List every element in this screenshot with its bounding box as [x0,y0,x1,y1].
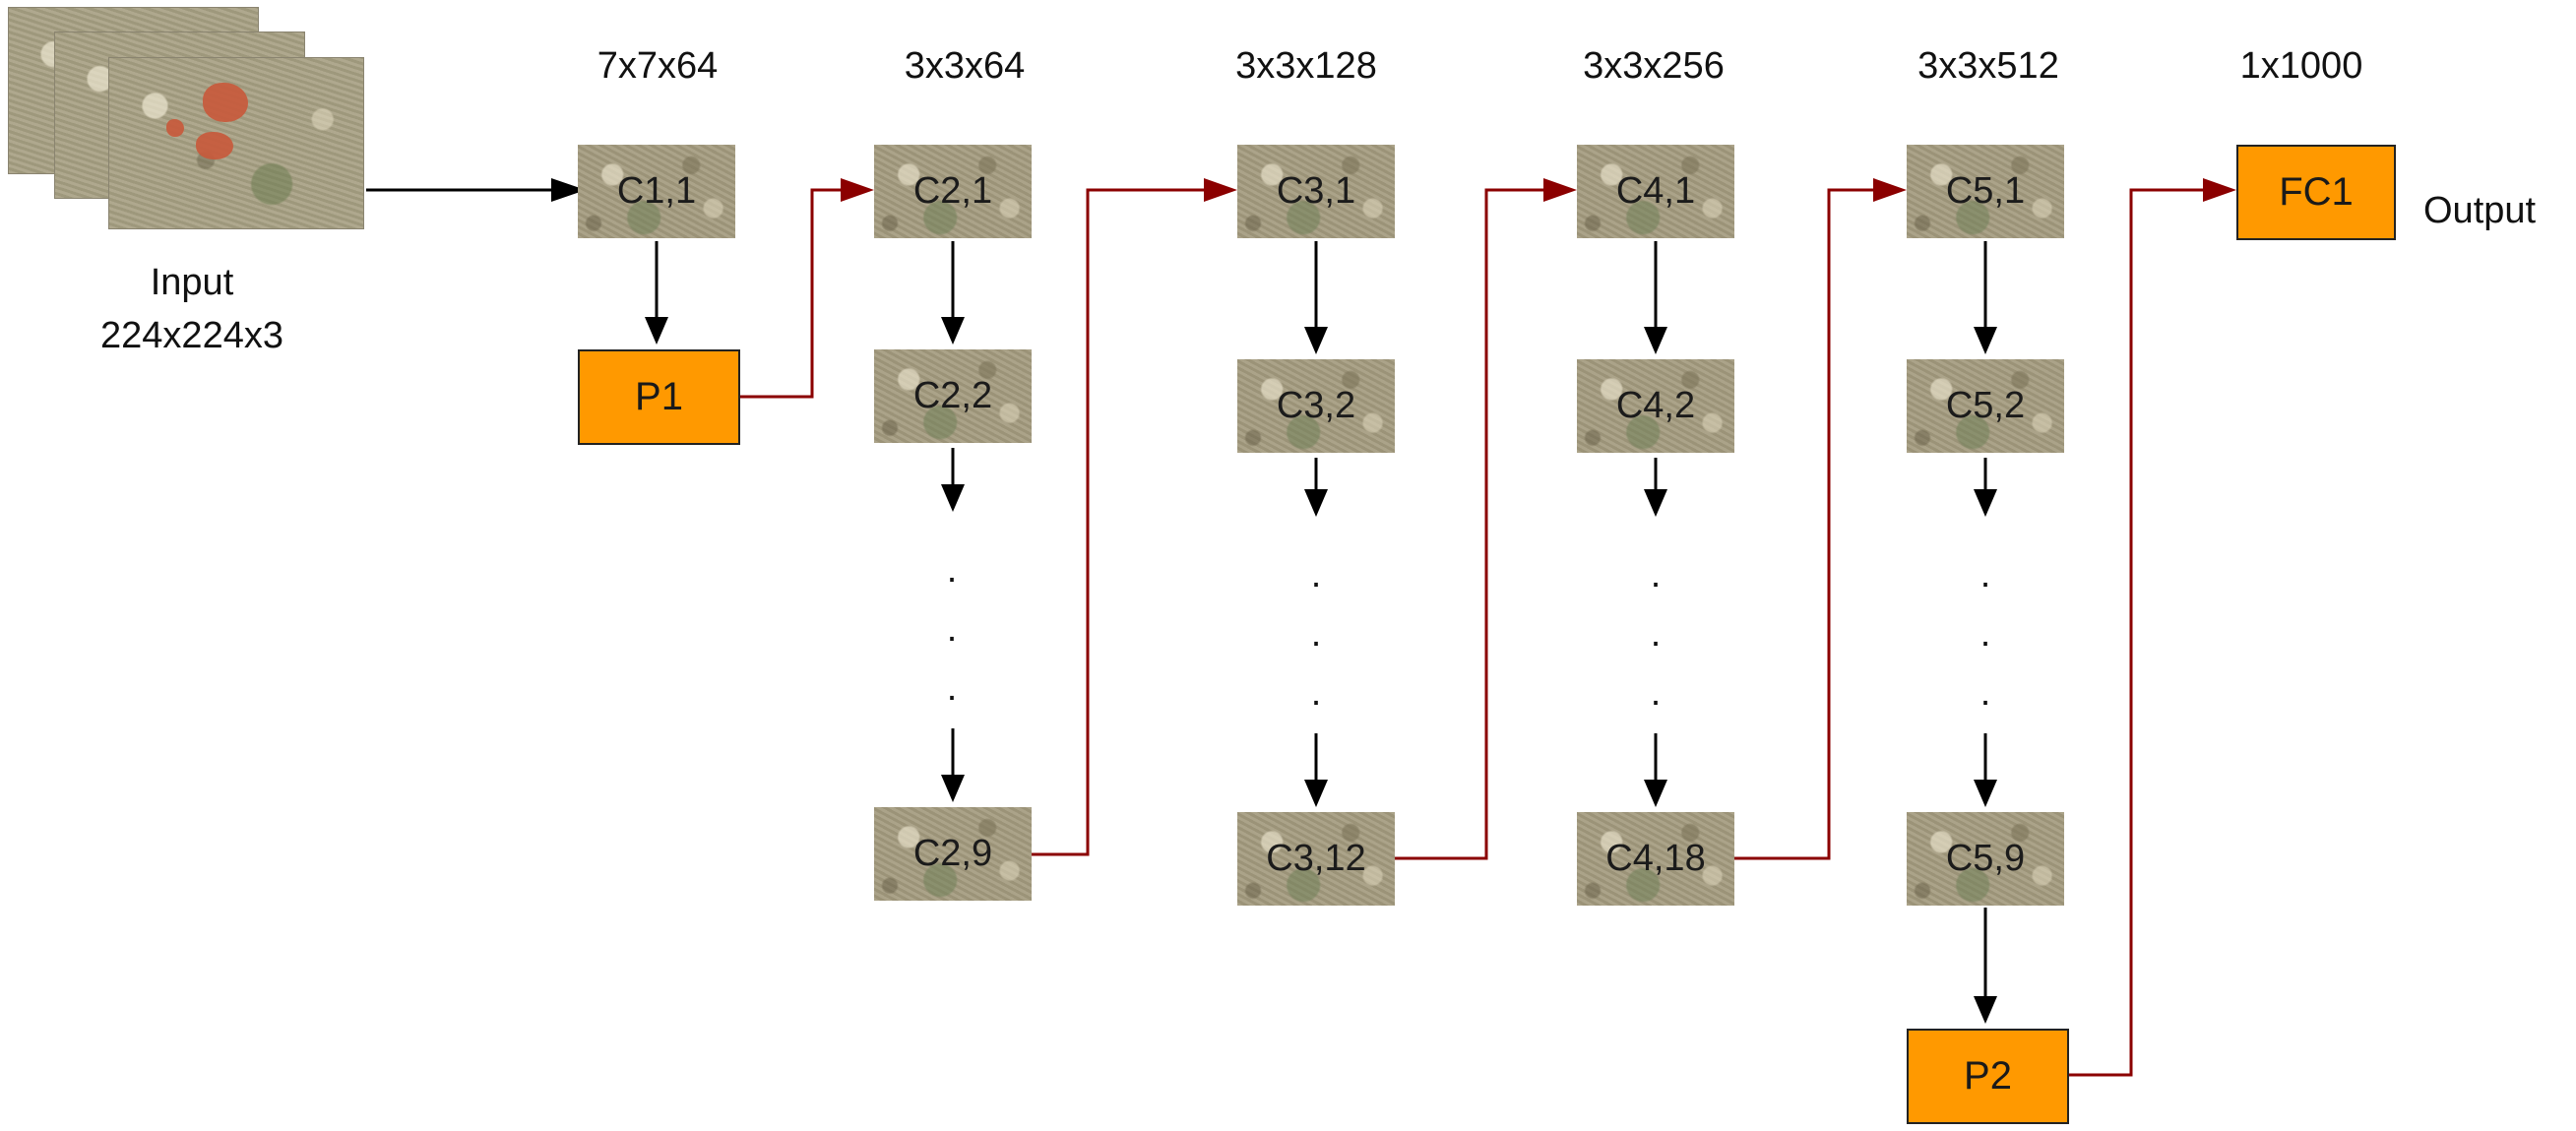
conv-block-c3-12: C3,12 [1237,812,1395,906]
column-header-conv3: 3x3x128 [1235,45,1377,87]
conv-block-c1-1: C1,1 [578,145,735,238]
c5-9-to-p2-arrow [1974,908,1997,1024]
conv-block-c2-1: C2,1 [874,145,1032,238]
ellipsis-dot: . [946,608,958,650]
input-image-marking [166,119,184,137]
ellipsis-dot: . [1650,613,1662,655]
ellipsis-dot: . [946,549,958,591]
conv-block-c5-9: C5,9 [1907,812,2064,906]
ellipsis-dot: . [1650,672,1662,714]
conv-block-c4-18: C4,18 [1577,812,1734,906]
pool-block-p2: P2 [1907,1029,2069,1124]
ellipsis-to-c5-9-arrow [1974,733,1997,807]
c5-2-to-ellipsis-arrow [1974,458,1997,517]
ellipsis-dot: . [1979,554,1991,596]
conv-block-c3-1: C3,1 [1237,145,1395,238]
conv-block-c2-9: C2,9 [874,807,1032,901]
c2-9-to-c3-1-link [1032,178,1237,856]
conv-block-c4-1: C4,1 [1577,145,1734,238]
c2-1-to-c2-2-arrow [941,241,965,345]
c5-1-to-c5-2-arrow [1974,241,1997,354]
output-label: Output [2423,190,2537,231]
input-label: Input [150,262,234,303]
ellipsis-to-c2-9-arrow [941,728,965,802]
input-image-front [108,57,364,229]
c4-18-to-c5-1-link [1734,178,1907,860]
ellipsis-to-c3-12-arrow [1304,733,1328,807]
p2-to-fc1-link [2069,178,2236,1077]
c3-2-to-ellipsis-arrow [1304,458,1328,517]
c2-2-to-ellipsis-arrow [941,448,965,512]
conv-block-c4-2: C4,2 [1577,359,1734,453]
ellipsis-dot: . [1979,672,1991,714]
fc-block-fc1: FC1 [2236,145,2396,240]
column-header-conv4: 3x3x256 [1583,45,1725,87]
ellipsis-dot: . [1650,554,1662,596]
conv-block-c2-2: C2,2 [874,349,1032,443]
p1-to-c2-1-link [740,178,874,399]
pool-block-p1: P1 [578,349,740,445]
conv-block-c5-2: C5,2 [1907,359,2064,453]
ellipsis-dot: . [946,667,958,709]
ellipsis-dot: . [1310,554,1322,596]
c1-to-p1-arrow [645,241,668,345]
ellipsis-to-c4-18-arrow [1644,733,1667,807]
conv-block-c3-2: C3,2 [1237,359,1395,453]
column-header-conv5: 3x3x512 [1917,45,2059,87]
c3-1-to-c3-2-arrow [1304,241,1328,354]
c4-2-to-ellipsis-arrow [1644,458,1667,517]
input-image-marking [196,132,233,159]
c3-12-to-c4-1-link [1395,178,1577,860]
ellipsis-dot: . [1310,672,1322,714]
input-image-marking [203,83,248,122]
ellipsis-dot: . [1979,613,1991,655]
column-header-conv1: 7x7x64 [597,45,719,87]
column-header-fc: 1x1000 [2239,45,2363,87]
c4-1-to-c4-2-arrow [1644,241,1667,354]
input-size-label: 224x224x3 [100,315,283,356]
conv-block-c5-1: C5,1 [1907,145,2064,238]
ellipsis-dot: . [1310,613,1322,655]
column-header-conv2: 3x3x64 [904,45,1026,87]
